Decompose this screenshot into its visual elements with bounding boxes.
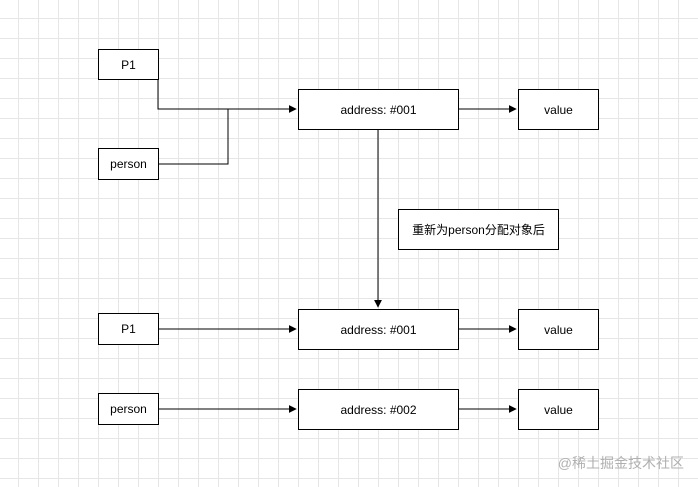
edge-person-to-address-001 [158, 109, 229, 165]
node-value-mid: value [518, 309, 599, 350]
node-p1-mid: P1 [98, 313, 159, 345]
edge-p1-to-address-001 [157, 80, 297, 113]
node-p1-top: P1 [98, 49, 159, 80]
node-value-bottom: value [518, 389, 599, 430]
node-value-top: value [518, 89, 599, 130]
node-person-bottom: person [98, 393, 159, 425]
note-reassign-person: 重新为person分配对象后 [398, 209, 559, 250]
node-address-001-top: address: #001 [298, 89, 459, 130]
node-address-001-mid: address: #001 [298, 309, 459, 350]
node-person-top: person [98, 148, 159, 180]
node-address-002-bottom: address: #002 [298, 389, 459, 430]
watermark-text: @稀土掘金技术社区 [557, 455, 684, 471]
